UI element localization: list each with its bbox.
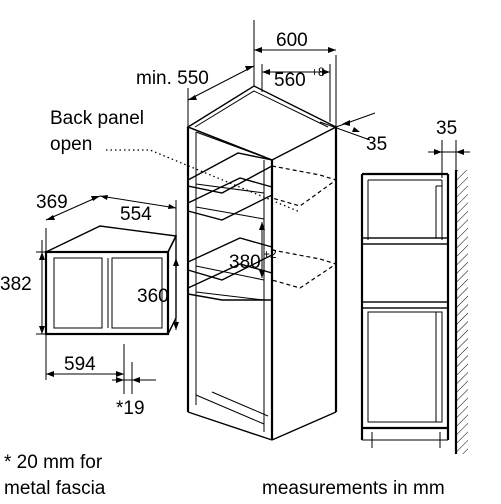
dim-594-label: 594 xyxy=(64,354,96,375)
footnote-line1: * 20 mm for xyxy=(4,452,103,473)
side-elevation xyxy=(360,170,468,454)
back-panel-label-open: open xyxy=(50,134,92,155)
dim-380 xyxy=(259,222,265,278)
back-panel-projections xyxy=(271,165,338,289)
dim-600 xyxy=(253,20,337,127)
dim-380-tolerance: +2 xyxy=(263,247,277,261)
dim-554 xyxy=(99,195,177,236)
dim-594 xyxy=(45,334,125,394)
dim-35-depth xyxy=(319,112,376,141)
dim-369-label: 369 xyxy=(36,192,68,213)
footnote-line2: metal fascia xyxy=(4,478,106,499)
back-panel-label: Back panel xyxy=(50,108,144,129)
units-note: measurements in mm xyxy=(262,478,445,499)
dim-360 xyxy=(173,258,179,330)
dim-19-label: *19 xyxy=(116,398,145,419)
dim-382-label: 382 xyxy=(0,274,32,295)
dim-min550 xyxy=(187,65,255,127)
dim-min550-label: min. 550 xyxy=(136,68,209,89)
dim-554-label: 554 xyxy=(120,204,152,225)
dim-19 xyxy=(112,362,156,394)
dim-35-depth-label: 35 xyxy=(366,134,387,155)
dim-382 xyxy=(36,240,46,335)
dim-360-label: 360 xyxy=(137,286,169,307)
dim-369 xyxy=(45,195,101,252)
dim-600-label: 600 xyxy=(276,30,308,51)
dim-560-tolerance: +8 xyxy=(311,65,325,79)
dim-35-side-label: 35 xyxy=(436,118,457,139)
dim-560-label: 560 xyxy=(274,70,306,91)
dim-560 xyxy=(261,64,331,122)
dim-380-label: 380 xyxy=(229,252,261,273)
microwave-appliance xyxy=(44,225,178,336)
back-panel-leader xyxy=(106,149,301,213)
dim-35-side xyxy=(428,140,470,178)
